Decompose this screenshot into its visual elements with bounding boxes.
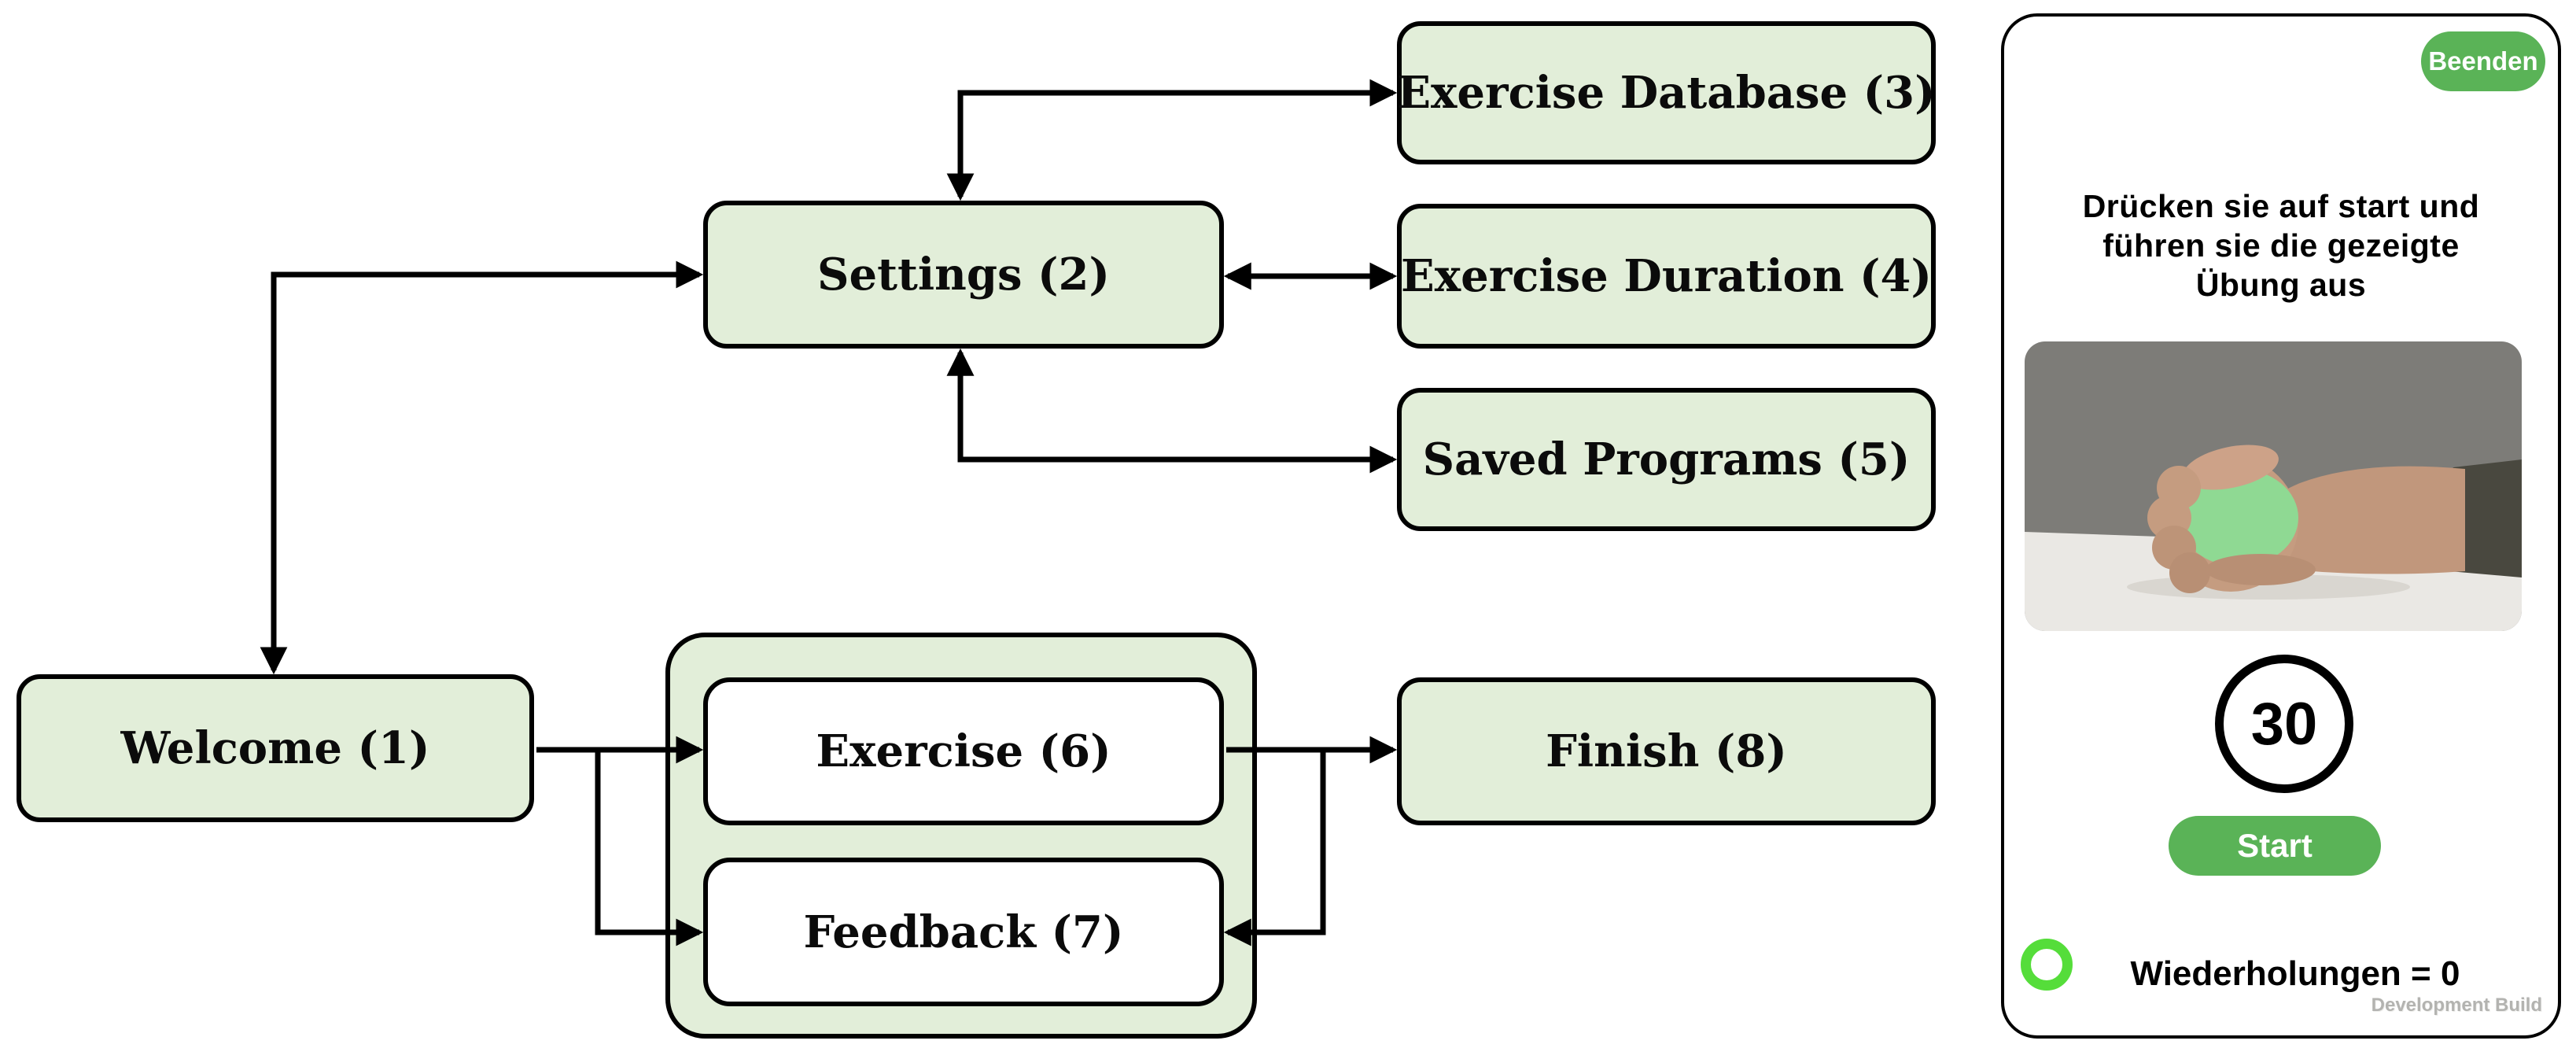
diagram-edges: [260, 79, 1398, 946]
node-saved-programs: Saved Programs (5): [1397, 388, 1936, 531]
hand-ball-illustration: [2025, 341, 2522, 631]
node-welcome: Welcome (1): [17, 674, 534, 822]
development-build-watermark: Development Build: [2371, 994, 2542, 1016]
node-welcome-label: Welcome (1): [120, 722, 430, 774]
node-finish-label: Finish (8): [1546, 725, 1787, 777]
node-saved-programs-label: Saved Programs (5): [1422, 434, 1911, 485]
node-finish: Finish (8): [1397, 677, 1936, 825]
node-exercise-database-label: Exercise Database (3): [1397, 67, 1936, 119]
node-exercise: Exercise (6): [703, 677, 1224, 825]
edge-exercise-feedback: [1223, 750, 1326, 946]
node-exercise-database: Exercise Database (3): [1397, 21, 1936, 164]
node-exercise-label: Exercise (6): [816, 725, 1111, 777]
repetitions-label: Wiederholungen = 0: [2130, 954, 2460, 993]
exercise-app-screen: Beenden Drücken sie auf start und führen…: [2001, 13, 2561, 1039]
node-feedback: Feedback (7): [703, 858, 1224, 1006]
beenden-button[interactable]: Beenden: [2421, 31, 2545, 91]
node-settings-label: Settings (2): [817, 249, 1110, 301]
counter-value: 30: [2250, 690, 2318, 758]
start-button-label: Start: [2237, 827, 2313, 864]
node-feedback-label: Feedback (7): [803, 906, 1124, 958]
edge-settings-saved-programs: [946, 348, 1398, 474]
start-button[interactable]: Start: [2169, 816, 2381, 876]
exercise-photo: [2025, 341, 2522, 631]
repetition-counter-circle: 30: [2215, 655, 2353, 793]
beenden-button-label: Beenden: [2428, 46, 2538, 76]
instruction-text: Drücken sie auf start und führen sie die…: [2082, 188, 2480, 304]
node-exercise-duration-label: Exercise Duration (4): [1401, 250, 1932, 302]
progress-ring-icon: [2021, 939, 2073, 991]
app-flow-diagram: Welcome (1) Settings (2) Exercise Databa…: [17, 21, 1936, 1039]
edge-welcome-settings: [260, 260, 704, 675]
node-settings: Settings (2): [703, 201, 1224, 349]
node-exercise-duration: Exercise Duration (4): [1397, 204, 1936, 349]
edge-welcome-feedback: [595, 750, 704, 946]
edge-settings-database: [946, 79, 1398, 201]
